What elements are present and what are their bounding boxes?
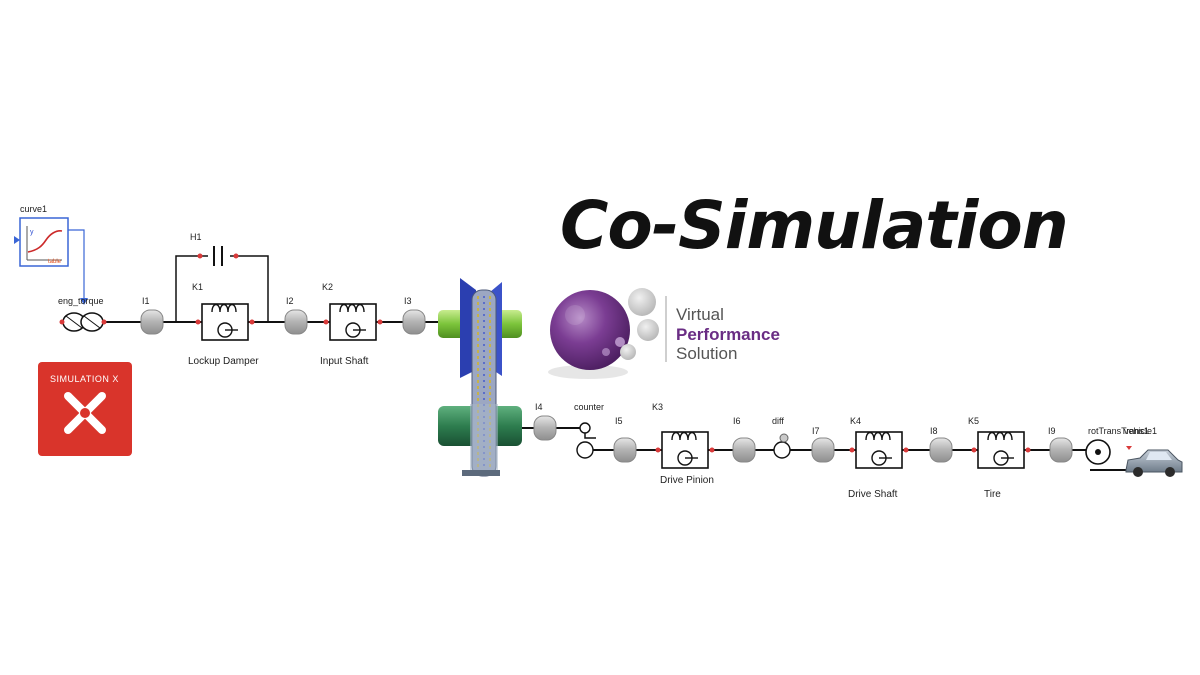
spring-id: K1	[192, 282, 203, 292]
connector-icon	[903, 447, 909, 453]
inertia-i9[interactable]: I9	[1048, 426, 1073, 463]
spring-coil-icon	[671, 431, 697, 441]
connector-icon	[1025, 447, 1031, 453]
spring-coil-icon	[987, 431, 1013, 441]
converter-label: rotTransTrans1	[1088, 426, 1149, 436]
connector-icon	[197, 253, 203, 259]
curve-axis-label: y	[30, 229, 34, 236]
gear-label: counter	[574, 402, 604, 412]
connector-icon	[323, 319, 329, 325]
car-wheel-icon	[1165, 467, 1175, 477]
connector-icon	[101, 319, 107, 325]
spring-k2[interactable]: K2 Input Shaft	[320, 282, 383, 367]
connector-icon	[377, 319, 383, 325]
spring-id: K5	[968, 416, 979, 426]
upper-drivetrain	[60, 255, 438, 323]
spring-caption: Drive Pinion	[660, 475, 714, 486]
curve-table-label: table	[48, 259, 62, 265]
connector-icon	[849, 447, 855, 453]
vps-sphere-icon	[550, 290, 630, 370]
vehicle-label: vehicle1	[1124, 426, 1157, 436]
connector-icon	[59, 319, 65, 325]
curve-plot	[27, 230, 63, 253]
transmission-3d-model[interactable]	[438, 278, 522, 477]
spring-id: K4	[850, 416, 861, 426]
rot-trans-converter[interactable]: rotTransTrans1	[1085, 426, 1149, 465]
inertia-i4[interactable]: I4	[533, 402, 557, 441]
inertia-label: I2	[286, 296, 294, 306]
connector-icon	[249, 319, 255, 325]
connector-icon	[233, 253, 239, 259]
inertia-i2[interactable]: I2	[284, 296, 308, 335]
spring-k3[interactable]: K3 Drive Pinion	[652, 402, 715, 486]
curve-input-arrow-icon	[14, 236, 20, 244]
vps-line-1: Virtual	[676, 305, 724, 324]
spring-k1[interactable]: K1 Lockup Damper	[188, 282, 259, 367]
torque-source[interactable]: eng_torque	[58, 296, 107, 332]
element-label: H1	[190, 232, 202, 242]
inertia-label: I9	[1048, 426, 1056, 436]
inertia-label: I8	[930, 426, 938, 436]
curve-label: curve1	[20, 204, 47, 214]
vps-line-3: Solution	[676, 344, 737, 363]
inertia-i7[interactable]: I7	[811, 426, 835, 463]
connector-icon	[709, 447, 715, 453]
inertia-i3[interactable]: I3	[402, 296, 426, 335]
spring-caption: Tire	[984, 489, 1001, 500]
vehicle-arrow-icon	[1126, 446, 1132, 450]
page-title: Co-Simulation	[560, 187, 1068, 264]
inertia-label: I4	[535, 402, 543, 412]
gear-icon	[773, 441, 791, 459]
connector-icon	[971, 447, 977, 453]
spring-k4[interactable]: K4 Drive Shaft	[848, 416, 909, 500]
vps-bubble-icon	[628, 288, 656, 316]
spring-k5[interactable]: K5 Tire	[968, 416, 1031, 500]
vps-bubble-icon	[637, 319, 659, 341]
inertia-label: I5	[615, 416, 623, 426]
spring-caption: Input Shaft	[320, 356, 369, 367]
simx-text: SIMULATION X	[50, 374, 119, 384]
gear-icon	[576, 441, 594, 459]
vps-bubble-icon	[620, 344, 636, 360]
spring-caption: Drive Shaft	[848, 489, 898, 500]
vps-logo: Virtual Performance Solution	[548, 288, 780, 379]
spring-caption: Lockup Damper	[188, 356, 259, 367]
vps-line-2: Performance	[676, 325, 780, 344]
spring-coil-icon	[865, 431, 891, 441]
connector-icon	[195, 319, 201, 325]
inertia-label: I1	[142, 296, 150, 306]
gear-label: diff	[772, 416, 784, 426]
spring-coil-icon	[211, 303, 237, 313]
element-h1[interactable]: H1	[190, 232, 239, 266]
spring-id: K2	[322, 282, 333, 292]
gear-counter[interactable]: counter	[574, 402, 604, 459]
vehicle[interactable]: vehicle1	[1124, 426, 1183, 477]
source-label: eng_torque	[58, 296, 104, 306]
inertia-label: I6	[733, 416, 741, 426]
connector-icon	[655, 447, 661, 453]
inertia-i1[interactable]: I1	[140, 296, 164, 335]
signal-arrow-icon	[80, 298, 88, 305]
curve-block[interactable]: y table curve1	[14, 204, 88, 305]
inertia-i5[interactable]: I5	[613, 416, 637, 463]
curve-signal-line	[68, 229, 85, 300]
simulationx-logo: SIMULATION X	[38, 362, 132, 456]
inertia-label: I7	[812, 426, 820, 436]
spring-id: K3	[652, 402, 663, 412]
inertia-label: I3	[404, 296, 412, 306]
inertia-i6[interactable]: I6	[732, 416, 756, 463]
gear-diff[interactable]: diff	[772, 416, 791, 459]
car-wheel-icon	[1133, 467, 1143, 477]
inertia-i8[interactable]: I8	[929, 426, 953, 463]
spring-coil-icon	[339, 303, 365, 313]
